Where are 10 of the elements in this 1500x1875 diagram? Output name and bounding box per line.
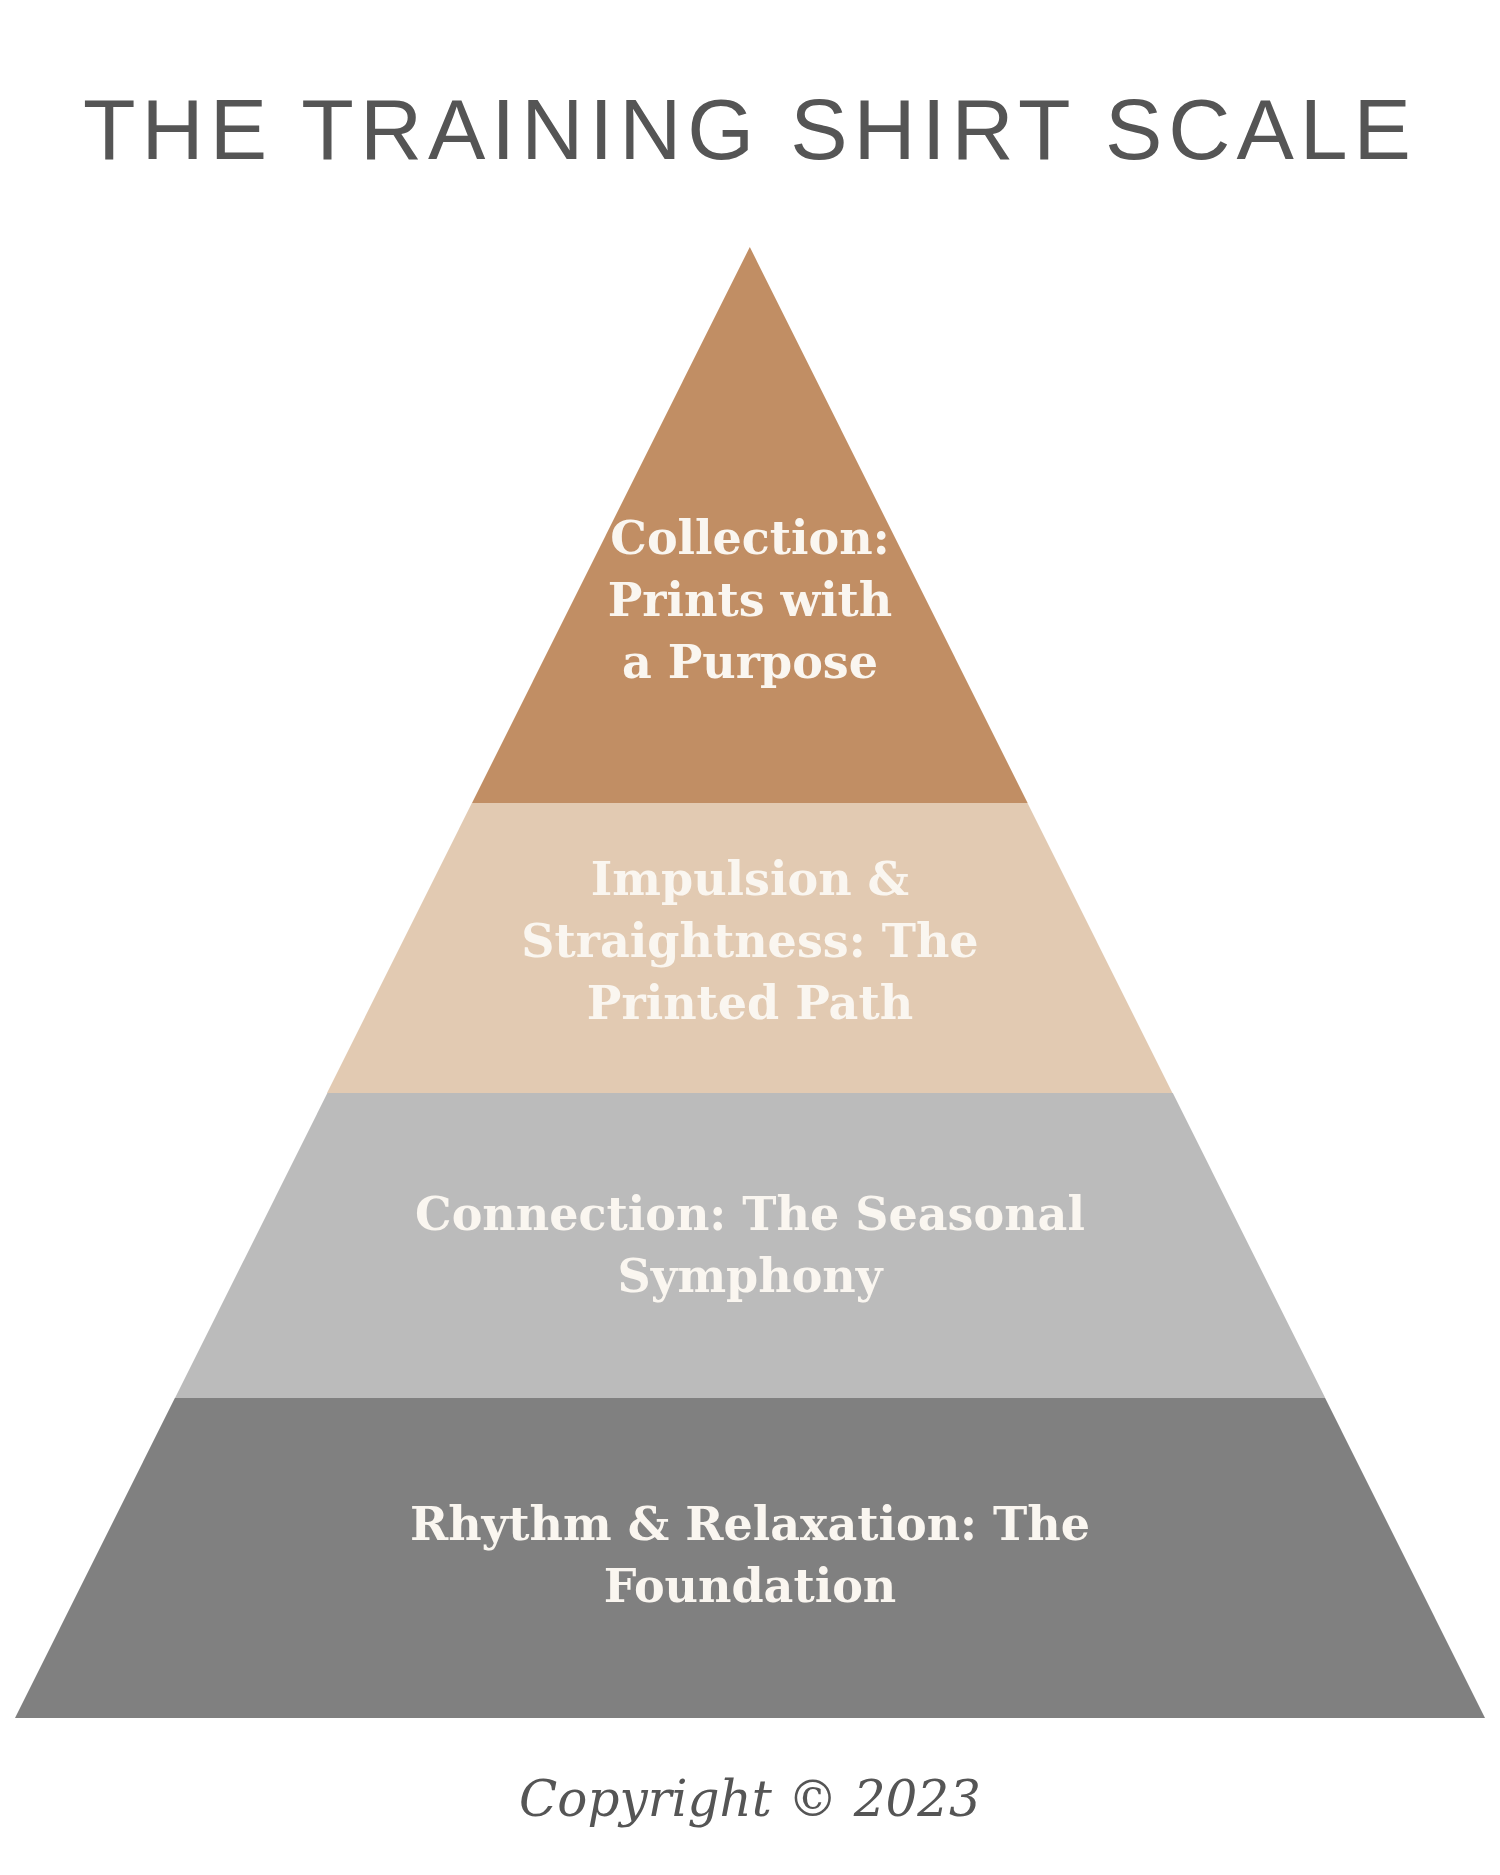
pyramid-tier [174,1093,1326,1398]
tier-label: Connection: The Seasonal Symphony [414,1186,1086,1305]
title: THE TRAINING SHIRT SCALE [82,80,1418,179]
tier-label: Rhythm & Relaxation: The Foundation [408,1496,1092,1615]
pyramid-tier [15,1398,1485,1718]
tier-label: Collection: Prints with a Purpose [606,510,894,691]
copyright-caption: Copyright © 2023 [518,1770,982,1828]
pyramid-tier [472,247,1028,803]
pyramid-tier [327,803,1173,1093]
tier-label: Impulsion & Straightness: The Printed Path [520,851,980,1032]
